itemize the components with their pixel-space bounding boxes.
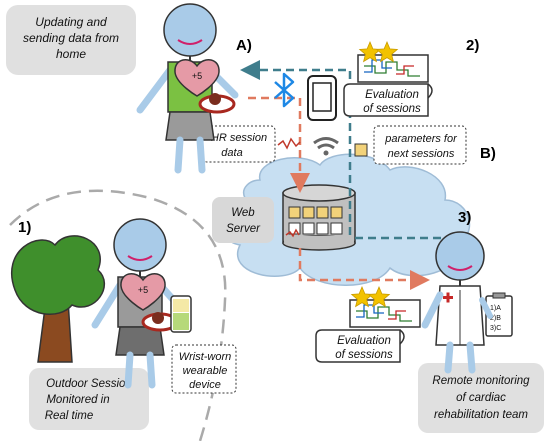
hr-session-line1: HR session bbox=[211, 132, 267, 144]
step-marker-b: B) bbox=[480, 145, 496, 162]
outdoor-caption-box: Outdoor Session Monitored in Real time bbox=[29, 368, 149, 430]
step-marker-3: 3) bbox=[458, 209, 471, 226]
bluetooth-icon bbox=[274, 72, 295, 108]
wristband-icon bbox=[198, 93, 236, 114]
clipboard-line1: 1)A bbox=[490, 305, 501, 312]
tree-icon bbox=[11, 235, 105, 363]
evaluation-scroll-top: Evaluation of sessions bbox=[343, 40, 433, 117]
parameter-package-icon bbox=[354, 143, 368, 157]
clipboard-line3: 3)C bbox=[490, 325, 501, 332]
parameters-line2: next sessions bbox=[388, 148, 455, 160]
home-caption-line1: Updating and bbox=[35, 15, 107, 29]
clipboard-icon: 1)A 2)B 3)C bbox=[479, 292, 513, 337]
database-icon bbox=[282, 184, 356, 251]
web-server-line1: Web bbox=[231, 207, 255, 219]
battery-level-icon bbox=[170, 295, 192, 333]
server-to-team-arrow bbox=[298, 248, 430, 290]
home-caption-box: Updating and sending data from home bbox=[6, 5, 136, 75]
hr-session-note: HR session data bbox=[202, 125, 276, 163]
wifi-icon bbox=[313, 137, 339, 156]
remote-caption-line2: of cardiac bbox=[456, 392, 506, 404]
heart-icon: +5 bbox=[174, 59, 220, 97]
star-icon bbox=[367, 285, 391, 308]
wearable-line3: device bbox=[189, 379, 221, 391]
hr-session-line2: data bbox=[221, 147, 242, 159]
star-icon bbox=[375, 40, 399, 63]
parameters-flow-arrow bbox=[240, 60, 352, 235]
wearable-line1: Wrist-worn bbox=[179, 351, 232, 363]
step-marker-a: A) bbox=[236, 37, 252, 54]
remote-caption-line1: Remote monitoring bbox=[432, 375, 530, 387]
doctor-figure bbox=[421, 231, 485, 374]
evaluation-top-line1: Evaluation bbox=[365, 89, 419, 101]
evaluation-bottom-line1: Evaluation bbox=[337, 335, 391, 347]
outdoor-caption-line1: Outdoor Session bbox=[46, 378, 132, 390]
web-server-label: Web Server bbox=[212, 197, 274, 243]
outdoor-caption-line2: Monitored in bbox=[46, 394, 109, 406]
remote-caption-box: Remote monitoring of cardiac rehabilitat… bbox=[418, 363, 544, 433]
parameters-note: parameters for next sessions bbox=[373, 125, 467, 165]
clipboard-line2: 2)B bbox=[490, 315, 501, 322]
outdoor-caption-line3: Real time bbox=[45, 410, 94, 422]
wearable-line2: wearable bbox=[183, 365, 228, 377]
step-marker-1: 1) bbox=[18, 219, 31, 236]
hr-data-flow-arrow bbox=[248, 96, 310, 193]
web-server-line2: Server bbox=[226, 223, 261, 235]
parameters-line1: parameters for bbox=[384, 133, 458, 145]
remote-caption-line3: rehabilitation team bbox=[434, 409, 528, 421]
heart-bottom-label: +5 bbox=[138, 285, 148, 295]
step-marker-2: 2) bbox=[466, 37, 479, 54]
smartphone-icon bbox=[307, 75, 337, 121]
hr-signal-icon bbox=[277, 137, 301, 150]
home-caption-line2: sending data from bbox=[23, 31, 119, 45]
heart-top-label: +5 bbox=[192, 71, 202, 81]
wearable-note: Wrist-worn wearable device bbox=[171, 344, 237, 394]
evaluation-scroll-bottom: Evaluation of sessions bbox=[315, 285, 421, 363]
heart-icon: +5 bbox=[120, 273, 166, 311]
evaluation-bottom-line2: of sessions bbox=[335, 349, 393, 361]
home-caption-line3: home bbox=[56, 47, 86, 61]
evaluation-top-line2: of sessions bbox=[363, 103, 421, 115]
